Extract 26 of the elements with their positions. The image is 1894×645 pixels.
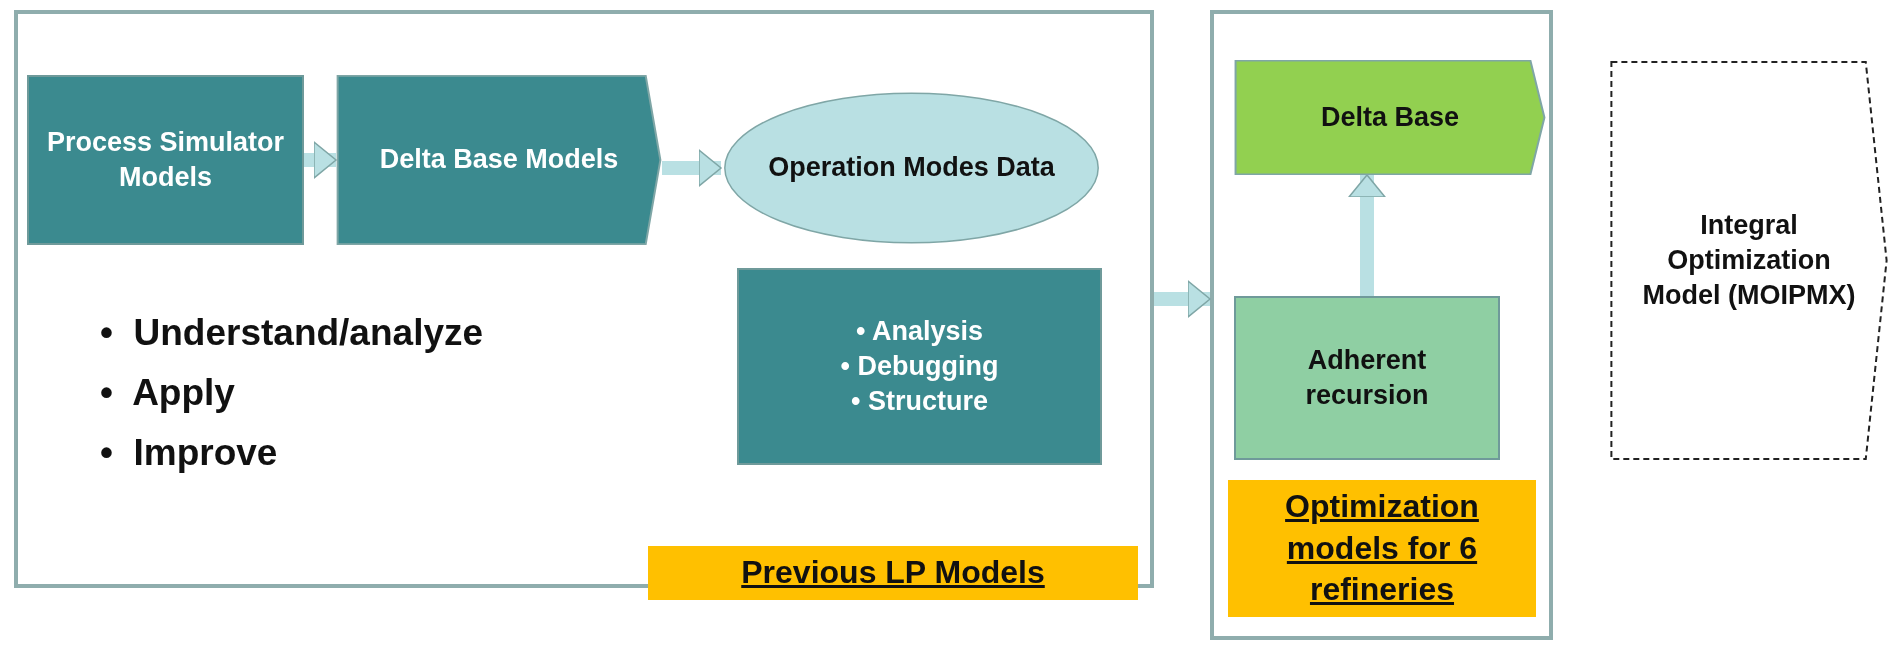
bullet-item: • Debugging: [840, 349, 999, 383]
data-ellipse: [721, 91, 1102, 245]
node-label: Adherent recursion: [1304, 343, 1430, 412]
node-label: Operation Modes Data: [768, 151, 1055, 185]
list-box: [737, 268, 1102, 465]
group-title: Optimization models for 6 refineries: [1228, 480, 1536, 617]
process-box: [1234, 60, 1546, 175]
block-arrow: [662, 149, 722, 187]
dashed-box: [1610, 60, 1888, 461]
process-box: [1234, 296, 1500, 460]
block-arrow: [1154, 280, 1211, 318]
bullet-text: • Improve: [100, 432, 278, 474]
group-panel: [1210, 10, 1553, 640]
bullet-text: • Understand/analyze: [100, 312, 484, 354]
node-label: Integral Optimization Model (MOIPMX): [1641, 208, 1857, 313]
block-arrow: [1348, 174, 1386, 296]
node-label: Delta Base: [1320, 100, 1460, 134]
group-title: Previous LP Models: [648, 546, 1138, 600]
node-label: Process Simulator Models: [45, 125, 286, 194]
node-label: Delta Base Models: [379, 143, 619, 177]
bullet-item: • Analysis: [856, 314, 983, 348]
block-arrow: [304, 141, 337, 179]
bullet-item: • Structure: [851, 385, 988, 419]
process-box: [336, 75, 662, 245]
process-box: [27, 75, 304, 245]
bullet-text: • Apply: [100, 372, 235, 414]
